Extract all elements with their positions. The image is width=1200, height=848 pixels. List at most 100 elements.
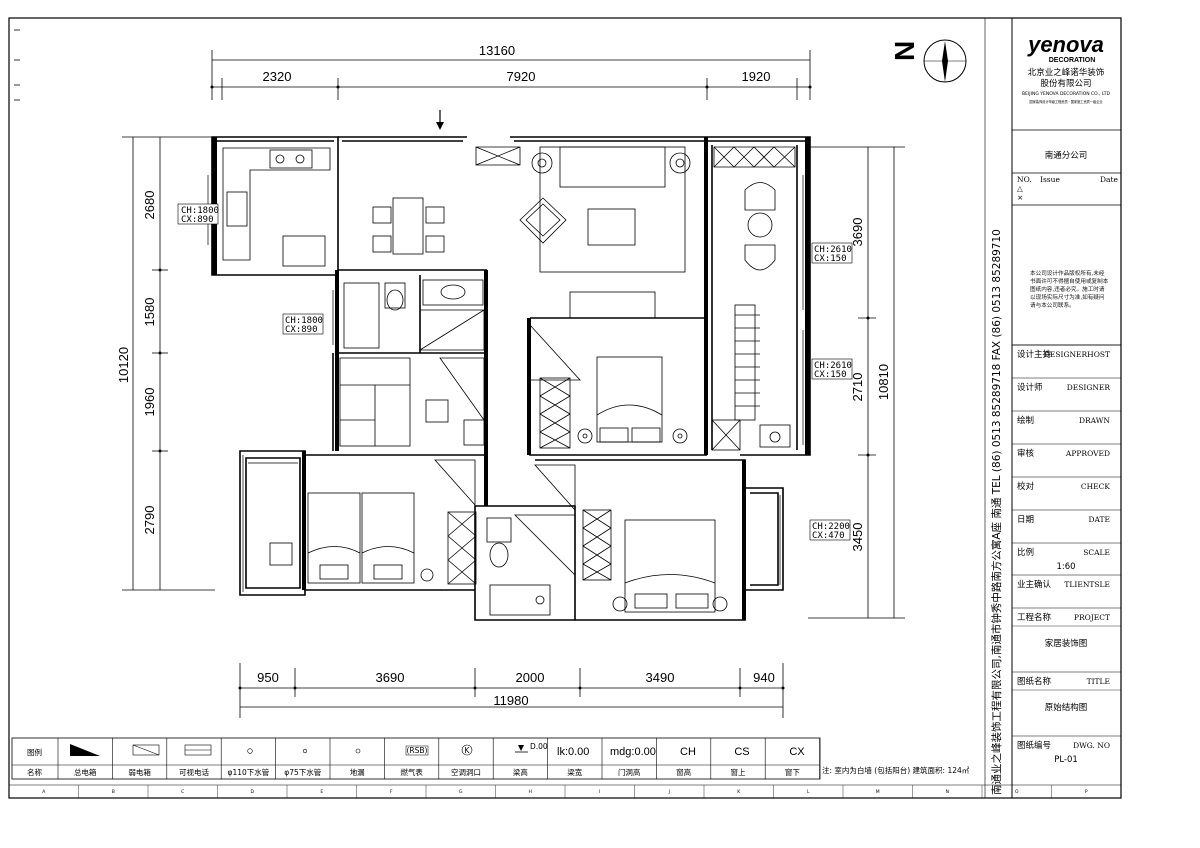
svg-text:×: ×	[1017, 193, 1023, 202]
north-label: N	[889, 41, 920, 61]
dim-bottom-3: 2000	[516, 670, 545, 685]
dim-left-4: 2790	[142, 506, 157, 535]
dim-left-1: 2680	[142, 191, 157, 220]
svg-text:股份有限公司: 股份有限公司	[1040, 78, 1091, 89]
dim-top-1: 2320	[263, 69, 292, 84]
svg-text:Date: Date	[1100, 175, 1118, 184]
dim-left-3: 1960	[142, 388, 157, 417]
legend-name-5: 地漏	[350, 767, 365, 777]
frame-mark-15: P	[1085, 789, 1088, 795]
tb-label-en-1: DESIGNER	[1067, 383, 1111, 392]
frame-mark-6: G	[459, 789, 463, 795]
svg-text:CH:1800: CH:1800	[181, 206, 219, 216]
svg-text:CX:150: CX:150	[814, 370, 847, 380]
tb-label-7: 业主确认	[1017, 579, 1052, 590]
frame-mark-4: E	[320, 789, 323, 795]
tb-label-5: 日期	[1017, 515, 1034, 525]
tb-label-en-3: APPROVED	[1065, 449, 1110, 458]
frame-mark-12: M	[876, 789, 880, 795]
tb-label-en-5: DATE	[1089, 515, 1111, 524]
entrance-arrow-icon	[436, 110, 444, 130]
tb-label-en-0: DESIGNERHOST	[1044, 350, 1110, 359]
dim-right-2: 2710	[850, 373, 865, 402]
frame-mark-14: O	[1015, 789, 1019, 795]
svg-text:NO.: NO.	[1017, 175, 1032, 184]
legend-name-1: 弱电箱	[128, 767, 151, 777]
dim-top-total: 13160	[479, 43, 515, 58]
furniture	[222, 146, 796, 616]
tb-value-9: 原始结构图	[1045, 702, 1088, 713]
frame-mark-5: F	[390, 789, 393, 795]
svg-text:△: △	[1017, 184, 1023, 193]
tb-label-9: 图纸名称	[1017, 676, 1052, 687]
drain-pipe-75-icon	[302, 748, 308, 754]
legend-name-6: 燃气表	[400, 767, 423, 777]
north-arrow-icon: N	[889, 39, 967, 83]
dim-bottom-2: 3690	[376, 670, 405, 685]
wall-columns	[212, 137, 810, 620]
dim-right-1: 3690	[850, 218, 865, 247]
svg-text:BEIJING YENOVA DECORATION CO.,: BEIJING YENOVA DECORATION CO., LTD	[1022, 91, 1110, 97]
tb-label-2: 绘制	[1017, 415, 1034, 426]
copyright-notice: 本公司设计作品版权所有,未经书面许可不得擅自使用或复制本图纸内容,违者必究。施工…	[1030, 271, 1109, 310]
frame-mark-10: K	[737, 789, 741, 795]
legend-name-11: 窗高	[676, 767, 691, 777]
window-tag-kitchen: CH:1800 CX:890	[177, 203, 219, 225]
floor-drain-icon	[355, 748, 361, 754]
dim-left-total: 10120	[116, 347, 131, 383]
frame-mark-1: B	[112, 789, 115, 795]
tb-label-10: 图纸编号	[1017, 740, 1051, 751]
svg-text:CX:150: CX:150	[814, 254, 847, 264]
dim-bottom-5: 940	[753, 670, 775, 685]
tb-value-6: 1:60	[1056, 562, 1075, 572]
tb-label-en-8: PROJECT	[1074, 613, 1110, 622]
company-vertical-text: 南通业之峰装饰工程有限公司,南通市钟秀中路南方公寓A座 南通 TEL (86) …	[990, 229, 1003, 795]
weak-panel-icon	[132, 744, 160, 756]
svg-text:CH:2200: CH:2200	[812, 522, 850, 532]
frame-mark-2: C	[181, 789, 184, 795]
svg-text:国家装饰设计甲级工程资质 · 国家施工资质一级企业: 国家装饰设计甲级工程资质 · 国家施工资质一级企业	[1029, 99, 1102, 104]
ac-hole-icon	[461, 744, 473, 756]
gas-meter-icon	[405, 745, 429, 756]
legend-name-0: 总电箱	[74, 767, 97, 777]
legend-name-8: 梁高	[513, 767, 528, 777]
svg-text:CX:890: CX:890	[285, 325, 318, 335]
legend-name-4: φ75下水管	[284, 767, 321, 777]
sheet-frame	[8, 17, 1122, 799]
svg-text:CX:470: CX:470	[812, 531, 845, 541]
window-tag-east-upper: CH:2610 CX:150	[811, 242, 853, 264]
windows	[207, 175, 810, 592]
window-tag-bath: CH:1800 CX:890	[282, 313, 324, 335]
window-tag-east-lower: CH:2200 CX:470	[809, 519, 851, 541]
tb-label-6: 比例	[1017, 547, 1034, 558]
legend-name-2: 可视电话	[179, 767, 209, 777]
legend: 图例 名称 (RSB) K D.00 lk:0.00 mdg:0.00 CH C…	[11, 737, 970, 780]
dimension-lines	[122, 50, 905, 718]
svg-text:CX:890: CX:890	[181, 215, 214, 225]
tb-label-en-6: SCALE	[1083, 548, 1110, 557]
legend-row1-label: 图例	[27, 747, 42, 757]
tb-label-en-7: TLIENTSLE	[1064, 580, 1110, 589]
tb-label-en-9: TITLE	[1087, 677, 1110, 686]
window-bottom-symbol: CX	[789, 746, 805, 758]
svg-text:CH:1800: CH:1800	[285, 316, 323, 326]
svg-text:K: K	[465, 746, 471, 755]
company-logo: yenova	[1027, 32, 1104, 57]
legend-name-10: 门洞高	[618, 767, 641, 777]
svg-text:CH:2610: CH:2610	[814, 245, 852, 255]
tb-value-8: 家居装饰图	[1045, 638, 1088, 649]
dim-right-3: 3450	[850, 523, 865, 552]
tb-label-1: 设计师	[1017, 382, 1043, 393]
beam-width-symbol: lk:0.00	[557, 746, 589, 758]
tb-value-10: PL-01	[1054, 755, 1078, 765]
frame-mark-9: J	[668, 789, 670, 795]
window-top-symbol: CS	[734, 746, 749, 758]
legend-name-13: 窗下	[785, 767, 800, 777]
frame-mark-3: D	[251, 789, 255, 795]
legend-note: 注: 室内为白墙 (包括阳台) 建筑面积: 124㎡	[822, 765, 970, 775]
legend-row2-label: 名称	[27, 767, 42, 777]
svg-text:(RSB): (RSB)	[407, 746, 428, 755]
branch-name: 南通分公司	[1045, 150, 1088, 161]
